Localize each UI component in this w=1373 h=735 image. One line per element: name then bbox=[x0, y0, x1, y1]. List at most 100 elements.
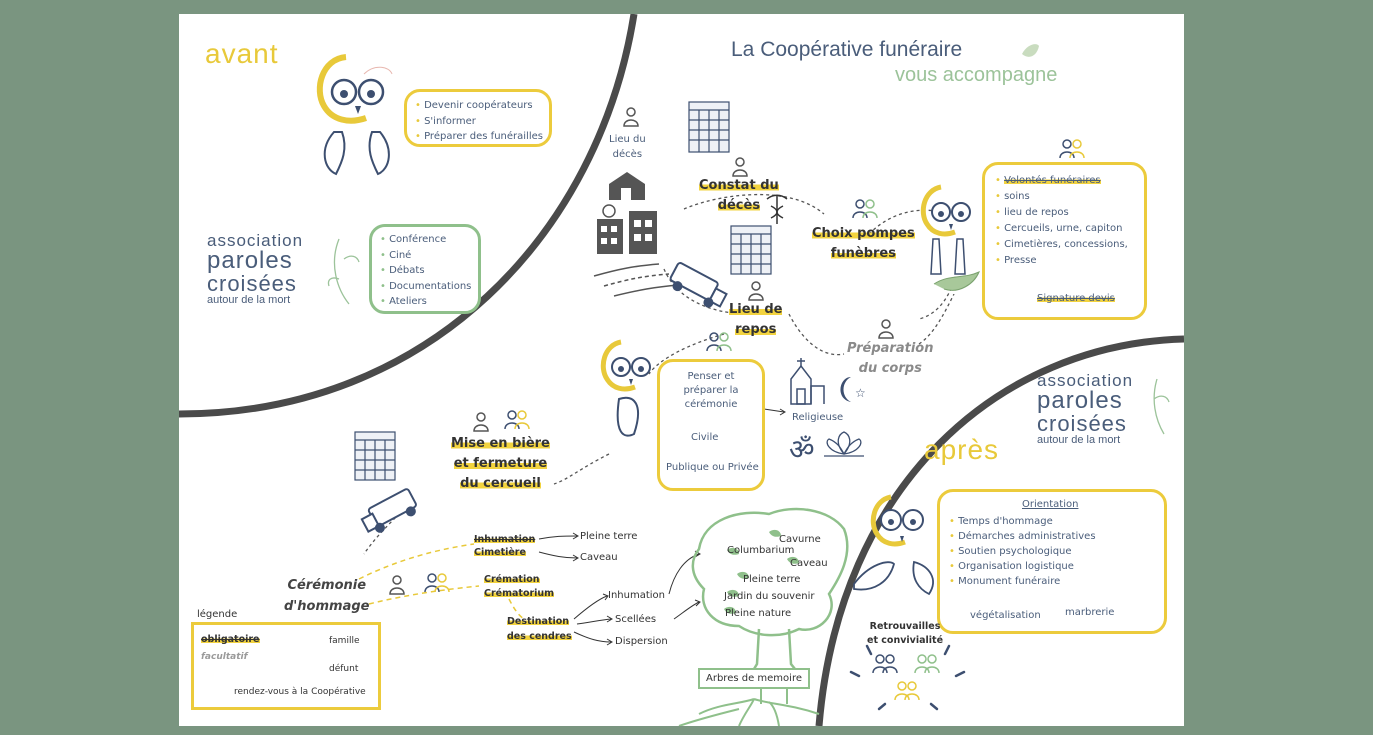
dispersion-label: Dispersion bbox=[615, 636, 668, 647]
road-icon bbox=[593, 263, 680, 297]
apres-box: Orientation Temps d'hommage Démarches ad… bbox=[937, 489, 1167, 634]
infographic-sheet: ☆ ॐ bbox=[179, 14, 1184, 726]
columbarium-label: Columbarium bbox=[727, 545, 795, 556]
step-line: Mise en bière bbox=[451, 436, 550, 451]
legend-facultatif: facultatif bbox=[201, 652, 248, 662]
process-path bbox=[683, 193, 825, 215]
list-item: Documentations bbox=[380, 279, 478, 295]
label-line: cérémonie bbox=[684, 399, 738, 410]
owl-icon bbox=[600, 339, 651, 437]
logo-line: paroles bbox=[207, 247, 293, 274]
bird-icon bbox=[933, 271, 980, 291]
arbres-memoire-label: Arbres de memoire bbox=[698, 668, 810, 689]
list-item: Cercueils, urne, capiton bbox=[995, 221, 1144, 237]
step-line: et fermeture bbox=[453, 456, 548, 471]
list-item: soins bbox=[995, 189, 1144, 205]
list-item: Devenir coopérateurs bbox=[415, 98, 549, 114]
logo-line: autour de la mort bbox=[1037, 434, 1121, 446]
list-item: Temps d'hommage bbox=[949, 514, 1096, 529]
step-line: décès bbox=[717, 198, 761, 213]
main-subtitle: vous accompagne bbox=[895, 64, 1058, 86]
house-icon bbox=[609, 172, 645, 200]
legend-obligatoire: obligatoire bbox=[201, 634, 260, 645]
step-ceremonie-hommage: Cérémonie d'hommage bbox=[284, 575, 369, 617]
lieu-deces-label: Lieu du décès bbox=[609, 132, 646, 162]
vegetalisation-label: végétalisation bbox=[970, 610, 1041, 621]
list-item: Presse bbox=[995, 253, 1144, 269]
step-constat-deces: Constat du décès bbox=[699, 176, 779, 216]
list-item: Ciné bbox=[380, 248, 478, 264]
logo-line: association bbox=[207, 231, 304, 250]
step-line: du corps bbox=[858, 361, 922, 376]
logo-line: autour de la mort bbox=[207, 294, 291, 306]
logo-line: croisées bbox=[1037, 411, 1127, 436]
owl-icon bbox=[316, 54, 393, 176]
diagram-artwork: ☆ ॐ bbox=[179, 14, 1184, 726]
step-line: repos bbox=[735, 322, 777, 337]
branch-line bbox=[358, 543, 475, 580]
avant-arc bbox=[179, 14, 638, 418]
hearse-icon bbox=[360, 262, 728, 534]
association-box: Conférence Ciné Débats Documentations At… bbox=[369, 224, 481, 314]
owl-icon bbox=[853, 494, 934, 596]
label-line: et convivialité bbox=[867, 635, 944, 646]
list-item: Cimetières, concessions, bbox=[995, 237, 1144, 253]
civile-label: Civile bbox=[691, 432, 719, 443]
process-path bbox=[553, 453, 610, 485]
list-item: Monument funéraire bbox=[949, 574, 1096, 589]
caveau-tree-label: Caveau bbox=[790, 558, 828, 569]
jardin-souvenir-label: Jardin du souvenir bbox=[724, 591, 815, 602]
orientation-heading: Orientation bbox=[1022, 499, 1079, 510]
logo-line: association bbox=[1037, 371, 1134, 390]
step-line: funèbres bbox=[830, 246, 896, 261]
list-item: Ateliers bbox=[380, 294, 478, 310]
step-line: Cérémonie bbox=[287, 578, 367, 593]
church-icon bbox=[790, 358, 825, 405]
list-item: Préparer des funérailles bbox=[415, 129, 549, 145]
plant-icon bbox=[327, 238, 360, 305]
religieuse-label: Religieuse bbox=[792, 412, 844, 423]
avant-box: Devenir coopérateurs S'informer Préparer… bbox=[404, 89, 552, 147]
branch-line bbox=[508, 598, 525, 620]
step-line: Préparation bbox=[847, 341, 934, 356]
star-icon: ☆ bbox=[855, 386, 866, 400]
list-item: S'informer bbox=[415, 114, 549, 130]
list-item: Soutien psychologique bbox=[949, 544, 1096, 559]
process-path bbox=[788, 313, 845, 356]
label-line: préparer la bbox=[683, 385, 739, 396]
publique-privee-label: Publique ou Privée bbox=[666, 462, 759, 473]
pleine-terre-tree-label: Pleine terre bbox=[743, 574, 801, 585]
association-logo: association paroles croisées autour de l… bbox=[207, 232, 303, 306]
legend-defunt: défunt bbox=[329, 664, 359, 674]
caduceus-icon bbox=[766, 194, 788, 224]
step-line: Choix pompes bbox=[812, 226, 915, 241]
ceremonie-box: Penser et préparer la cérémonie Civile P… bbox=[657, 359, 765, 491]
list-item: Organisation logistique bbox=[949, 559, 1096, 574]
inhumation-label: Inhumation bbox=[608, 590, 665, 601]
plant-icon bbox=[1153, 378, 1170, 435]
marbrerie-label: marbrerie bbox=[1065, 607, 1115, 618]
calendar-icon bbox=[354, 101, 772, 481]
legend-rdv: rendez-vous à la Coopérative bbox=[234, 687, 366, 697]
main-title: La Coopérative funéraire bbox=[731, 38, 963, 61]
list-item: lieu de repos bbox=[995, 205, 1144, 221]
association-logo: association paroles croisées autour de l… bbox=[1037, 372, 1133, 446]
hospital-icon bbox=[597, 204, 657, 254]
owl-icon bbox=[920, 184, 980, 291]
list-item: Démarches administratives bbox=[949, 529, 1095, 544]
step-line: du cercueil bbox=[460, 476, 541, 491]
step-lieu-repos: Lieu de repos bbox=[729, 300, 783, 340]
section-avant: avant bbox=[205, 38, 279, 69]
process-path bbox=[918, 293, 955, 345]
cremation-label: Crémation Crématorium bbox=[484, 574, 555, 599]
scellees-label: Scellées bbox=[615, 614, 657, 625]
cavurne-label: Cavurne bbox=[779, 534, 821, 545]
process-path bbox=[918, 258, 960, 320]
step-mise-en-biere: Mise en bière et fermeture du cercueil bbox=[451, 434, 550, 494]
section-apres: après bbox=[924, 434, 1000, 465]
list-item: Volontés funéraires bbox=[995, 173, 1144, 189]
logo-line: paroles bbox=[1037, 387, 1123, 414]
label-line: décès bbox=[612, 149, 643, 160]
legend-title: légende bbox=[197, 609, 238, 620]
step-line: d'hommage bbox=[284, 599, 370, 614]
